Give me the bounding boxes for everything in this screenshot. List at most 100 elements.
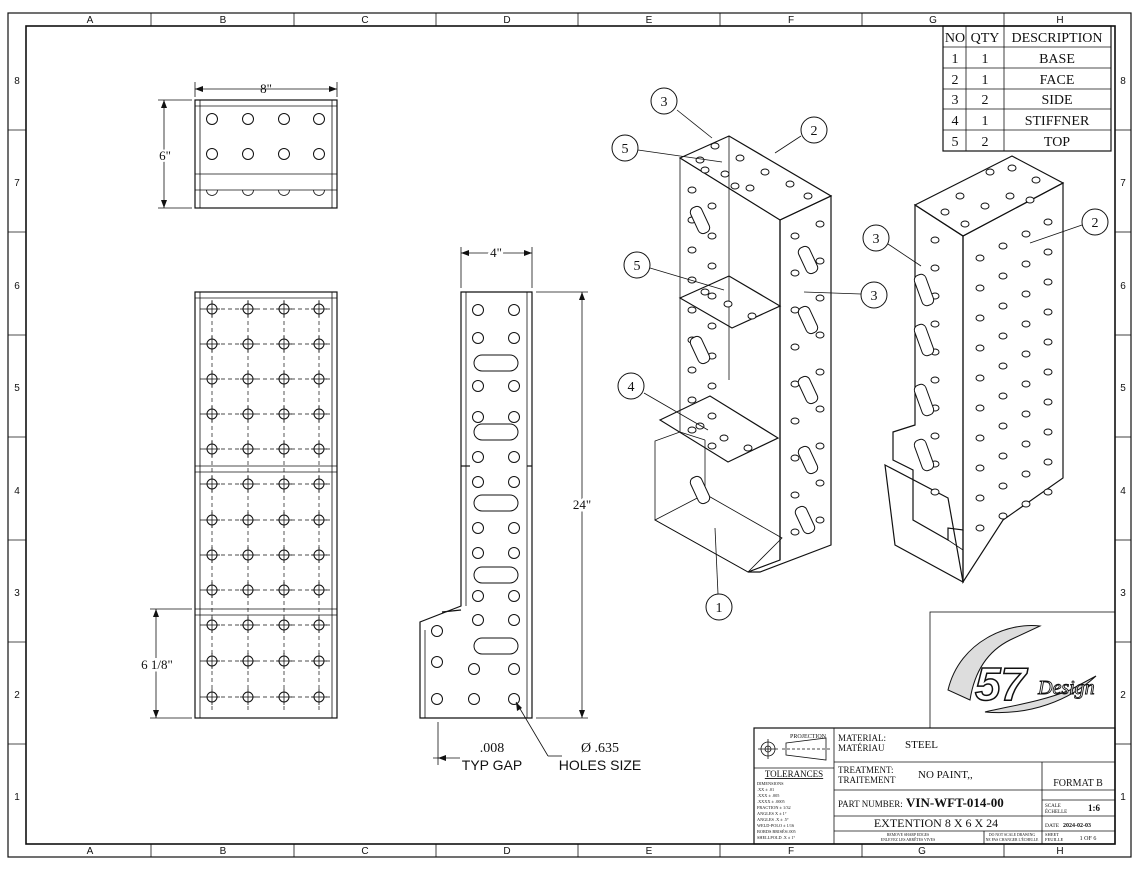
hole xyxy=(431,625,443,637)
hole xyxy=(998,272,1008,280)
dim-top-width: 8" xyxy=(260,81,272,96)
hole xyxy=(472,547,484,559)
part-number-label: PART NUMBER: xyxy=(838,799,903,809)
hole xyxy=(1025,196,1035,204)
hole xyxy=(472,522,484,534)
col-label-bottom: G xyxy=(918,846,926,857)
hole xyxy=(790,528,800,536)
hole xyxy=(206,148,218,160)
balloons: 3 2 5 5 3 4 1 3 2 xyxy=(611,87,1109,621)
hole xyxy=(930,376,940,384)
hole xyxy=(930,488,940,496)
tolerance-line: ANGLES X ± 1° xyxy=(757,811,787,816)
hole xyxy=(687,396,697,404)
hole xyxy=(1005,192,1015,200)
hole-edge xyxy=(206,189,218,196)
hole xyxy=(930,264,940,272)
balloon-label: 4 xyxy=(628,380,635,395)
hole xyxy=(508,590,520,602)
hole xyxy=(955,192,965,200)
slot xyxy=(689,475,711,505)
hole xyxy=(930,320,940,328)
balloon-label: 5 xyxy=(634,259,641,274)
dim-overall-height: 24" xyxy=(573,497,591,512)
row-label-right: 2 xyxy=(1120,690,1126,701)
bom-cell: 5 xyxy=(952,135,959,150)
hole xyxy=(720,170,730,178)
slot xyxy=(913,383,935,417)
dim-hole-label: HOLES SIZE xyxy=(559,757,641,773)
hole xyxy=(687,186,697,194)
slot xyxy=(473,637,519,655)
hole xyxy=(508,304,520,316)
tolerance-line: FRACTION ± 1/32 xyxy=(757,805,791,810)
hole xyxy=(975,314,985,322)
hole xyxy=(508,411,520,423)
description-value: EXTENTION 8 X 6 X 24 xyxy=(874,816,998,830)
col-label-bottom: B xyxy=(220,846,227,857)
top-view: 8" 6" xyxy=(157,81,338,209)
format-value: FORMAT B xyxy=(1053,778,1103,789)
hole xyxy=(1021,350,1031,358)
hole xyxy=(998,302,1008,310)
hole xyxy=(747,312,757,320)
bom-cell: 3 xyxy=(952,93,959,108)
hole-edge xyxy=(313,189,325,196)
hole xyxy=(508,693,520,705)
hole xyxy=(975,494,985,502)
hole xyxy=(206,113,218,125)
hole xyxy=(508,614,520,626)
zone-ticks xyxy=(8,13,1131,857)
hole xyxy=(815,516,825,524)
row-label-right: 7 xyxy=(1120,178,1126,189)
balloon-label: 2 xyxy=(811,124,818,139)
tolerance-line: SHELLPOLD .X ± 1° xyxy=(757,835,795,840)
bom-cell: 1 xyxy=(982,73,989,88)
part-number-value: VIN-WFT-014-00 xyxy=(906,795,1004,810)
bom-header-no: NO xyxy=(945,31,965,46)
company-logo: 57 Design xyxy=(929,611,1116,729)
hole xyxy=(687,306,697,314)
hole-edge xyxy=(278,189,290,196)
hole xyxy=(431,656,443,668)
balloon-label: 3 xyxy=(871,289,878,304)
col-label-top: B xyxy=(220,15,227,26)
hole xyxy=(1021,380,1031,388)
balloon xyxy=(862,224,890,252)
hole xyxy=(278,148,290,160)
tolerance-line: WELD-POLO ± 1/16 xyxy=(757,823,795,828)
balloon-label: 1 xyxy=(716,601,723,616)
svg-text:Design: Design xyxy=(1037,677,1095,699)
hole xyxy=(1043,338,1053,346)
inner-border xyxy=(25,25,1116,845)
hole xyxy=(687,276,697,284)
hole xyxy=(313,148,325,160)
dim-hole-value: Ø .635 xyxy=(581,741,619,756)
hole xyxy=(1021,500,1031,508)
hole xyxy=(975,374,985,382)
hole xyxy=(803,192,813,200)
hole xyxy=(815,405,825,413)
hole xyxy=(472,304,484,316)
hole xyxy=(472,451,484,463)
col-label-bottom: F xyxy=(788,846,794,857)
bom-cell: 2 xyxy=(952,73,959,88)
hole xyxy=(743,444,753,452)
hole xyxy=(1021,440,1031,448)
hole xyxy=(508,476,520,488)
hole xyxy=(730,182,740,190)
hole xyxy=(998,332,1008,340)
row-label-left: 5 xyxy=(14,383,20,394)
hole xyxy=(707,292,717,300)
col-label-top: E xyxy=(646,15,653,26)
balloon xyxy=(611,134,639,162)
hole xyxy=(707,412,717,420)
hole xyxy=(687,426,697,434)
scale-value: 1:6 xyxy=(1088,803,1100,813)
hole xyxy=(707,232,717,240)
col-label-bottom: C xyxy=(361,846,368,857)
hole xyxy=(735,154,745,162)
dim-side-width: 4" xyxy=(490,245,502,260)
bom-cell: 1 xyxy=(982,114,989,129)
